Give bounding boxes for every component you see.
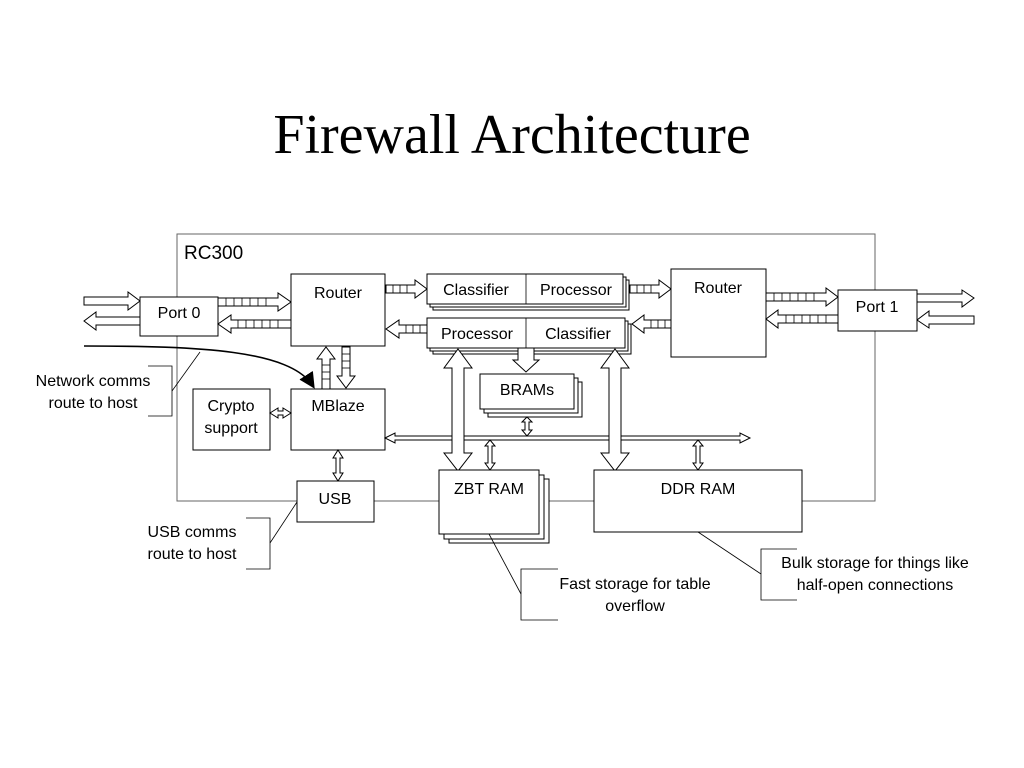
- bulk-storage-annotation: Bulk storage for things like half-open c…: [697, 531, 969, 601]
- bulk-storage-line1: Bulk storage for things like: [781, 555, 969, 572]
- rc300-label: RC300: [184, 243, 243, 264]
- router-left-block: Router: [290, 273, 386, 347]
- crypto-support-block: Crypto support: [192, 388, 271, 451]
- mblaze-label: MBlaze: [311, 398, 364, 415]
- external-arrows-right: [916, 289, 975, 329]
- bus-router-port1: [765, 287, 839, 329]
- link-mblaze-usb: [332, 449, 344, 482]
- crypto-label-line1: Crypto: [207, 398, 254, 415]
- network-comms-line2: route to host: [49, 395, 139, 412]
- usb-comms-line2: route to host: [148, 546, 238, 563]
- link-crypto-mblaze: [269, 407, 292, 419]
- usb-comms-line1: USB comms: [148, 524, 237, 541]
- usb-block: USB: [296, 480, 375, 523]
- slide-title: Firewall Architecture: [273, 104, 751, 166]
- network-comms-annotation: Network comms route to host: [36, 351, 201, 417]
- link-pipeline-zbt: [442, 348, 474, 472]
- bus-router-mblaze: [316, 346, 356, 390]
- processor-bottom-label: Processor: [441, 326, 514, 343]
- bus-router-pipeline-top: [385, 279, 428, 339]
- classifier-bottom-label: Classifier: [545, 326, 611, 343]
- network-comms-route-arrow: [83, 345, 315, 389]
- processor-top-label: Processor: [540, 282, 613, 299]
- bulk-storage-line2: half-open connections: [797, 577, 954, 594]
- port-0-label: Port 0: [158, 305, 201, 322]
- crypto-label-line2: support: [204, 420, 258, 437]
- fast-storage-line2: overflow: [605, 598, 665, 615]
- usb-comms-annotation: USB comms route to host: [148, 501, 298, 570]
- memory-bus: [383, 432, 752, 444]
- ddr-ram-label: DDR RAM: [661, 481, 736, 498]
- classifier-top-label: Classifier: [443, 282, 509, 299]
- brams-label: BRAMs: [500, 382, 554, 399]
- zbt-ram-block: ZBT RAM: [438, 469, 550, 544]
- external-arrows-left: [83, 291, 141, 331]
- link-pipeline-brams: [511, 347, 541, 373]
- brams-block: BRAMs: [479, 373, 583, 418]
- router-right-block: Router: [670, 268, 767, 358]
- network-comms-line1: Network comms: [36, 373, 151, 390]
- bus-pipeline-router-right: [629, 279, 672, 334]
- pipeline-top: Classifier Processor: [426, 273, 630, 311]
- router-left-label: Router: [314, 285, 363, 302]
- port-1-label: Port 1: [856, 299, 899, 316]
- ddr-ram-block: DDR RAM: [593, 469, 803, 533]
- fast-storage-annotation: Fast storage for table overflow: [488, 533, 711, 621]
- bus-port0-router: [217, 292, 292, 334]
- usb-label: USB: [319, 491, 352, 508]
- port-1-block: Port 1: [837, 289, 918, 332]
- link-bus-ddr: [691, 439, 705, 471]
- link-bus-zbt: [483, 439, 497, 471]
- zbt-ram-label: ZBT RAM: [454, 481, 524, 498]
- link-brams-bus: [520, 416, 534, 437]
- mblaze-block: MBlaze: [290, 388, 386, 451]
- fast-storage-line1: Fast storage for table: [559, 576, 710, 593]
- port-0-block: Port 0: [139, 296, 219, 337]
- router-right-label: Router: [694, 280, 743, 297]
- link-pipeline-ddr: [599, 348, 631, 472]
